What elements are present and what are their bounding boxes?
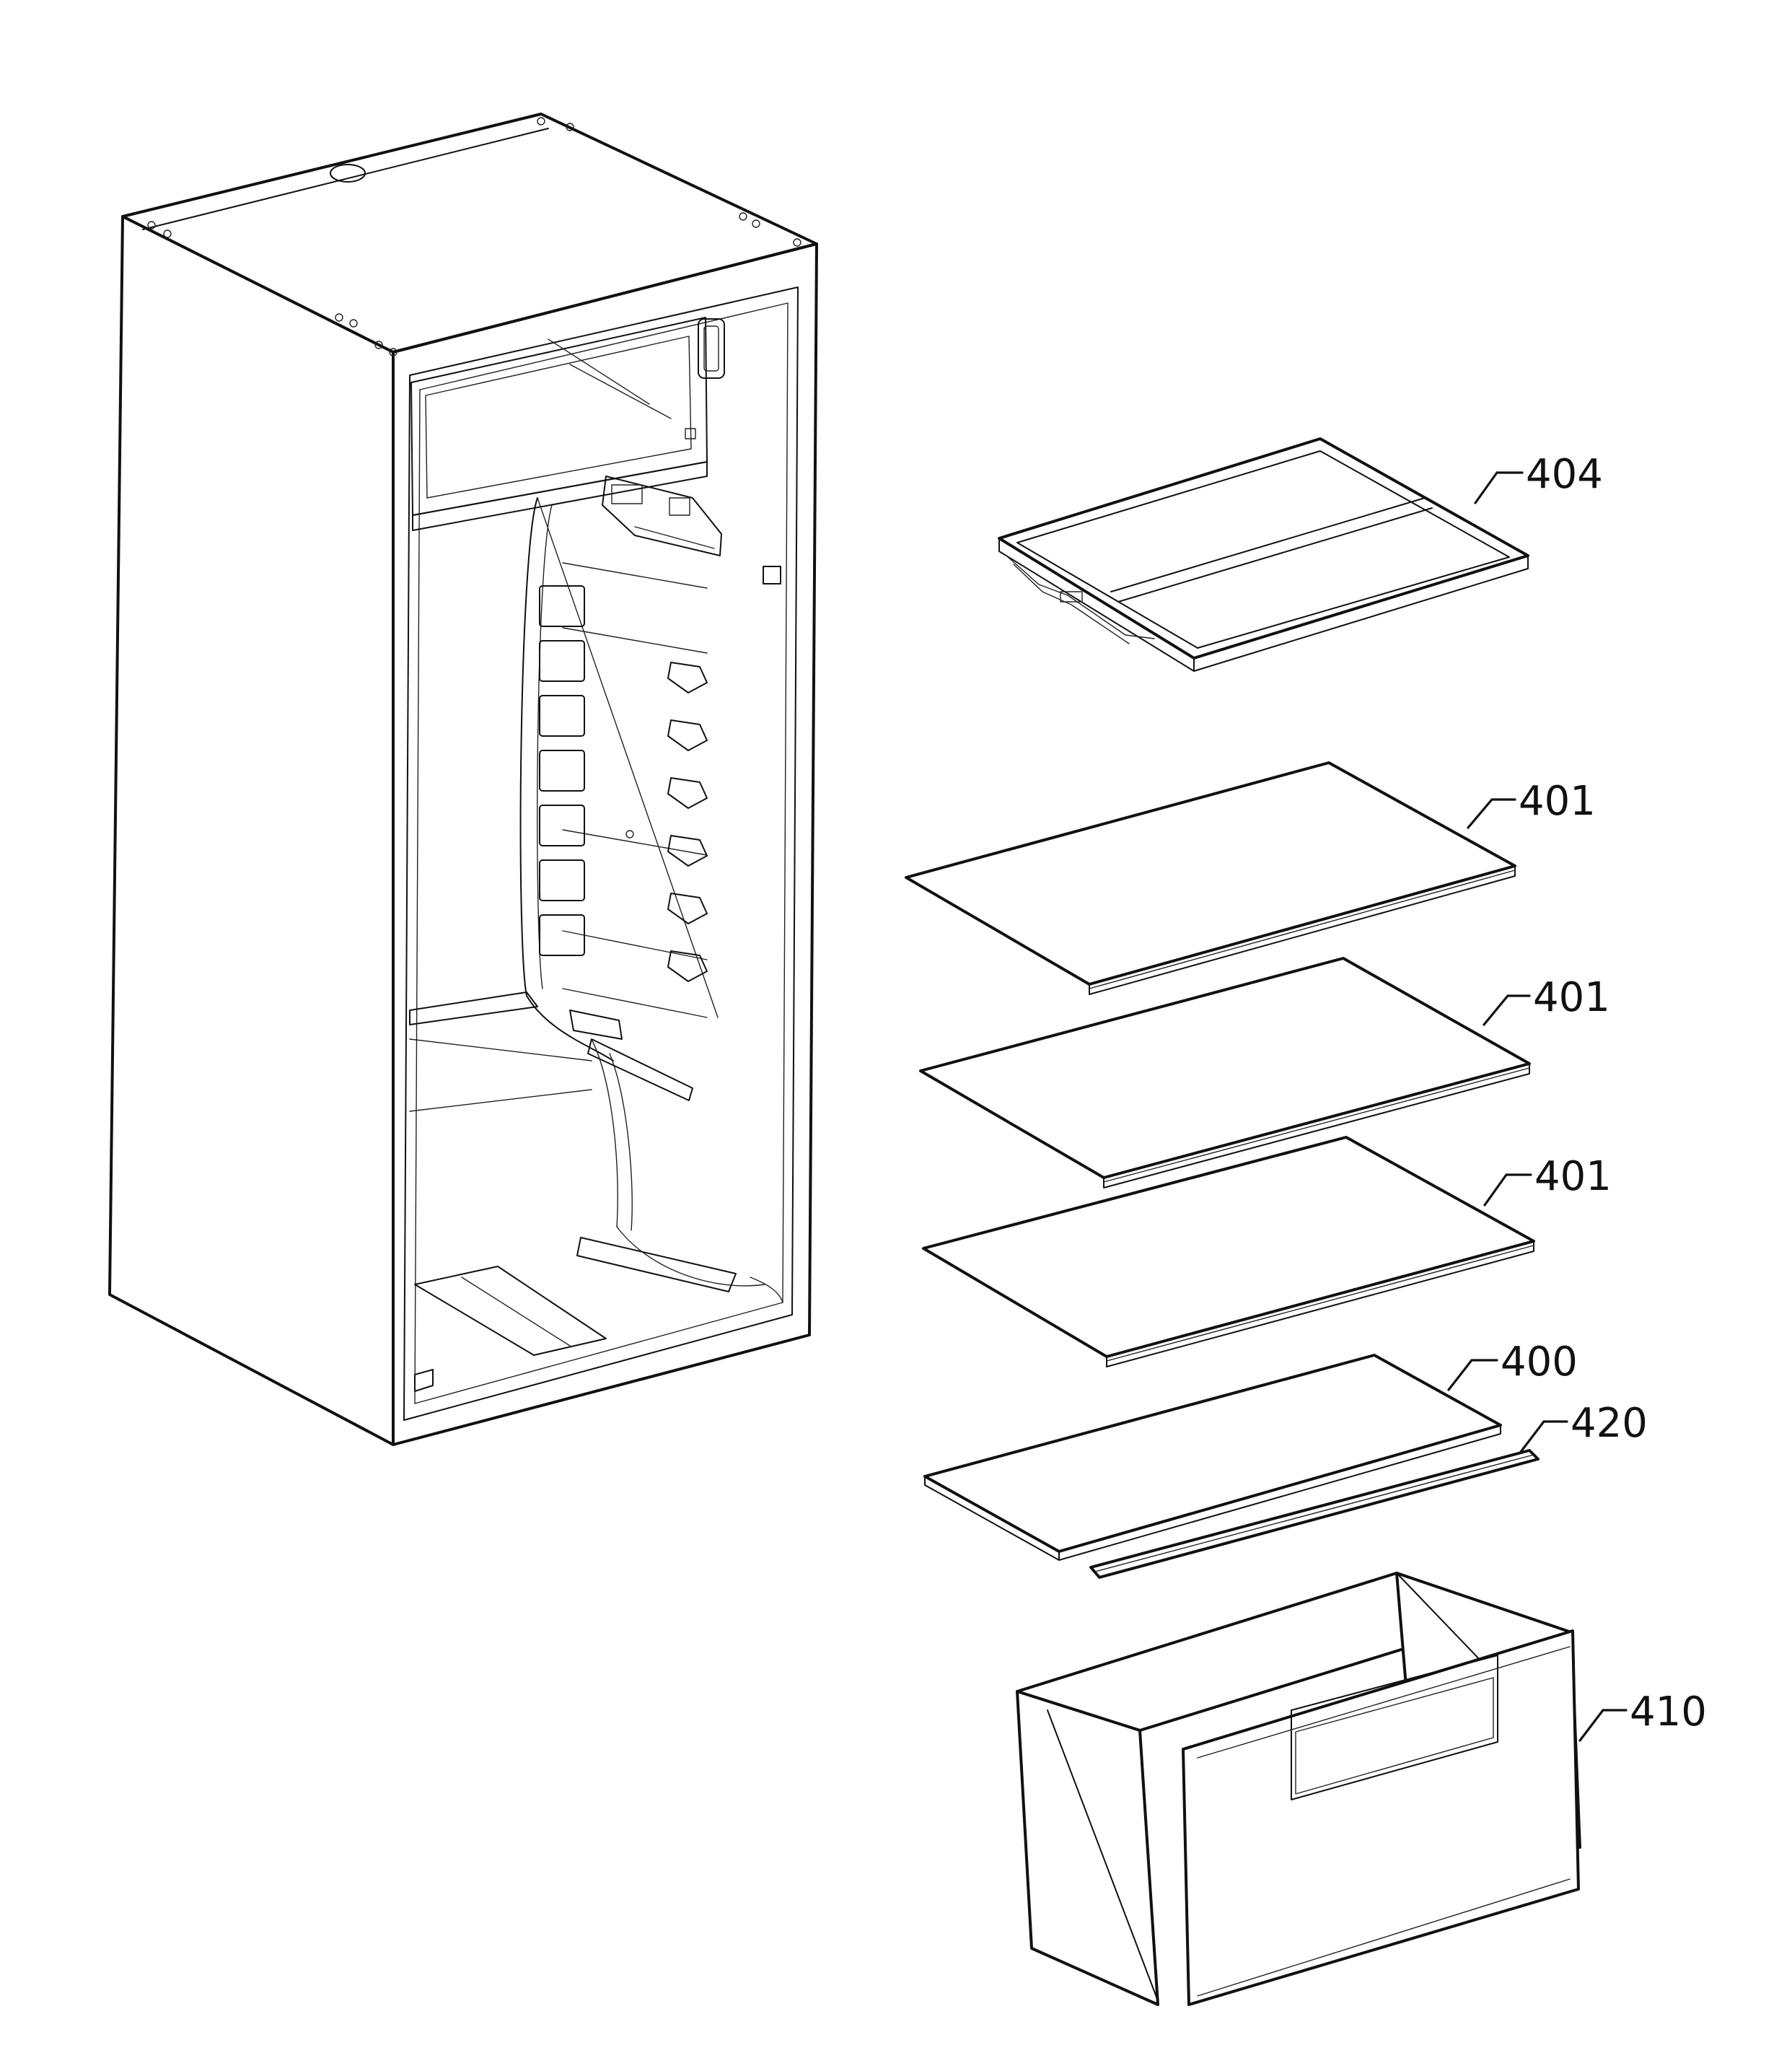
leader-404 [1474, 471, 1524, 504]
cabinet-left-side [108, 215, 395, 1446]
freezer-compartment [410, 317, 725, 531]
crisper-drawer-410 [1016, 1572, 1581, 2006]
glass-shelf-401-middle [919, 957, 1531, 1188]
right-wall-shelf-supports [625, 662, 708, 982]
cabinet-liner-opening [403, 286, 799, 1421]
callout-410: 410 [1630, 1689, 1707, 1735]
framed-shelf-404 [998, 437, 1529, 672]
thermostat-control-housing [602, 476, 781, 584]
callout-401-bottom: 401 [1534, 1153, 1612, 1200]
door-switch [763, 566, 781, 584]
lower-compartment-rails [409, 991, 783, 1392]
callout-labels: 404 401 401 401 400 420 410 [1501, 451, 1707, 1735]
cabinet-top-details [142, 117, 801, 356]
refrigerator-cabinet [108, 113, 818, 1446]
trim-strip-420 [1089, 1449, 1540, 1579]
leader-400 [1447, 1359, 1498, 1391]
callout-404: 404 [1526, 451, 1603, 498]
callout-401-top: 401 [1519, 778, 1596, 825]
callout-leaders [1447, 471, 1628, 1742]
leader-401-bottom [1483, 1173, 1532, 1207]
glass-shelf-401-bottom [922, 1136, 1535, 1367]
freezer-latch [698, 318, 725, 379]
callout-420: 420 [1571, 1400, 1648, 1447]
top-grommet-icon [330, 164, 366, 183]
leader-410 [1578, 1709, 1628, 1742]
liner-back-wall [537, 497, 719, 1018]
cabinet-front-frame [392, 242, 818, 1446]
leader-401-top [1467, 798, 1516, 829]
glass-shelf-401-top [905, 761, 1516, 995]
leader-401-middle [1483, 994, 1531, 1026]
leader-420 [1519, 1420, 1568, 1453]
freezer-lip [412, 461, 708, 531]
callout-400: 400 [1501, 1339, 1578, 1385]
callout-401-middle: 401 [1533, 974, 1610, 1021]
left-wall-shelf-ribs [519, 497, 614, 1061]
crisper-cover-400 [923, 1354, 1502, 1561]
